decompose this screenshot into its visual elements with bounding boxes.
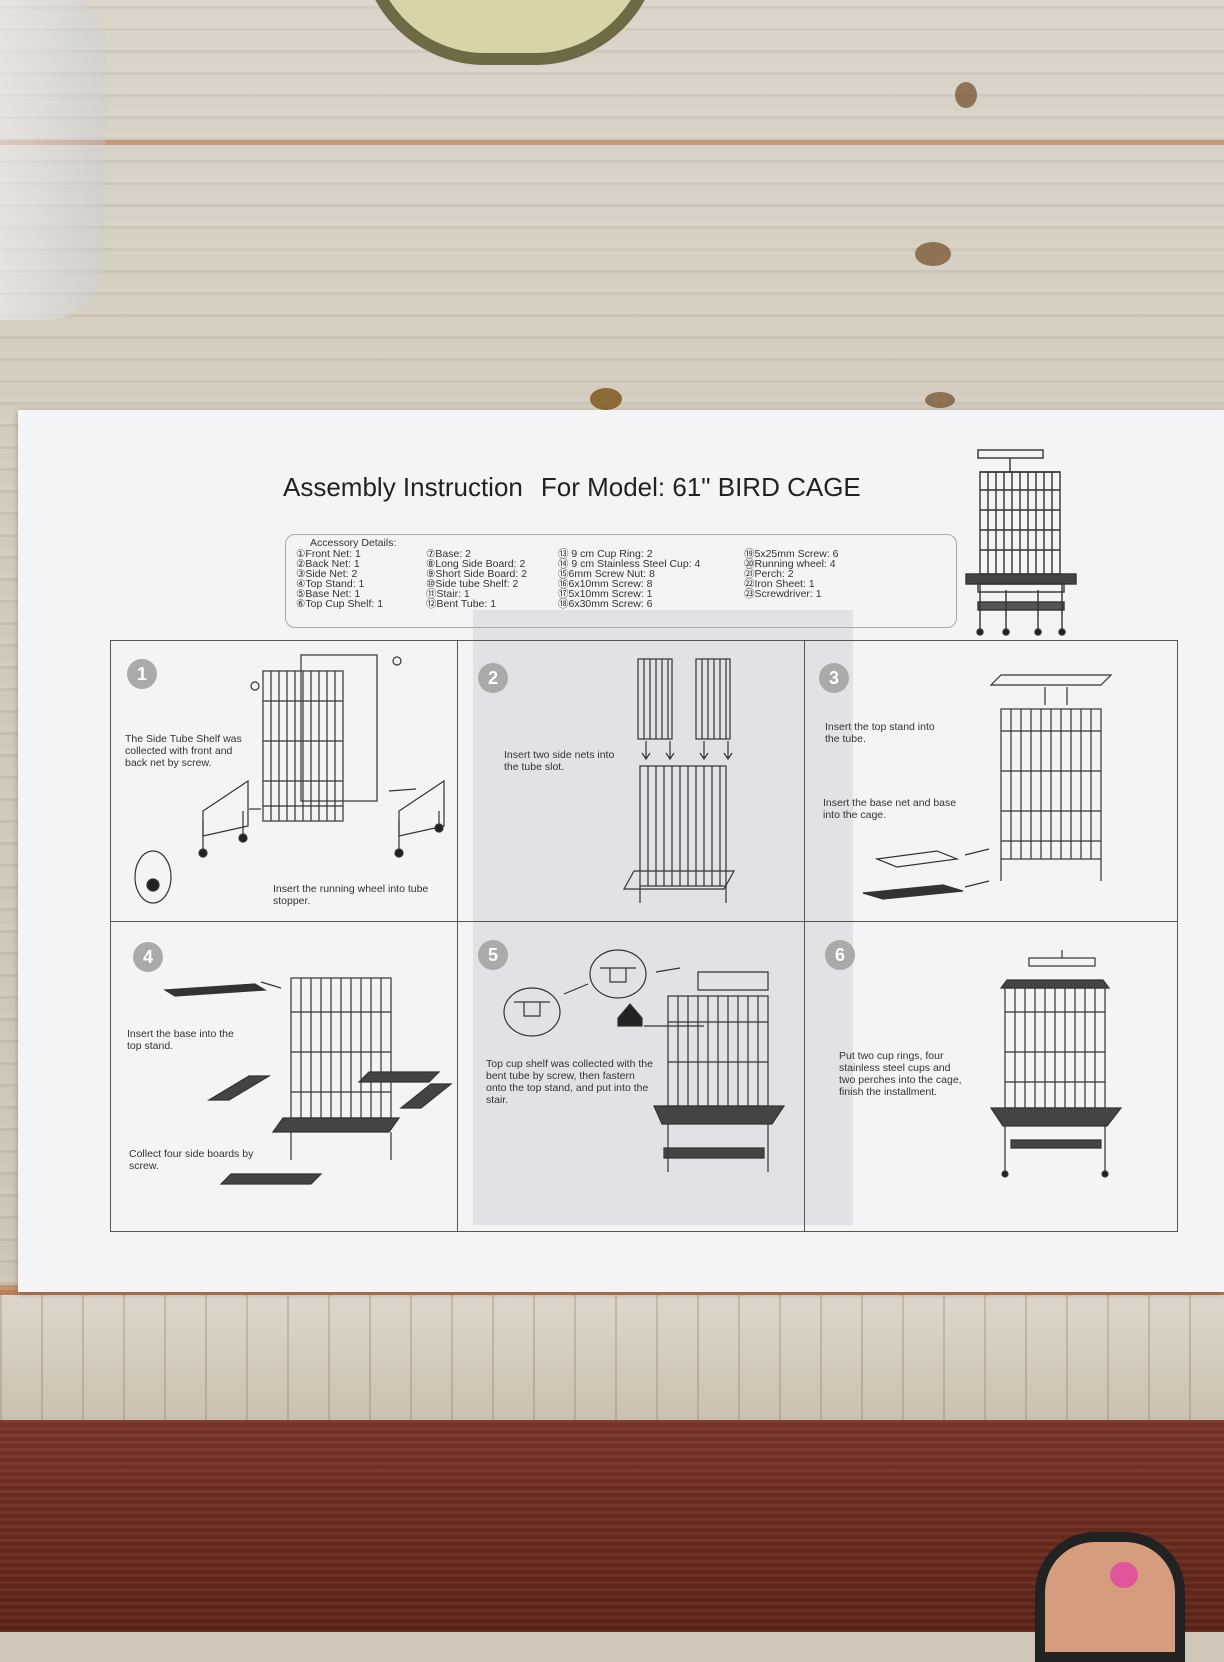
step-4-text-a: Insert the base into the top stand. xyxy=(127,1028,234,1052)
wood-knot xyxy=(925,392,955,408)
step-3-text-a: Insert the top stand into the tube. xyxy=(825,721,935,745)
accessory-item: ⑫Bent Tube: 1 xyxy=(426,598,497,610)
painted-toenail xyxy=(1110,1562,1138,1588)
step-number: 3 xyxy=(819,663,849,693)
steps-grid: 1 The Side Tube Shelf was collected with… xyxy=(110,640,1178,1232)
accessory-header: Accessory Details: xyxy=(310,537,397,549)
accessory-item: ㉓Screwdriver: 1 xyxy=(744,588,822,600)
accessory-item: ⑬ 9 cm Cup Ring: 2 xyxy=(558,548,653,560)
step-5-drawing xyxy=(503,949,786,1172)
accessory-item: ⑳Running wheel: 4 xyxy=(744,558,836,570)
accessory-item: ③Side Net: 2 xyxy=(296,568,358,580)
title-left: Assembly Instruction xyxy=(283,472,523,502)
plank-seam xyxy=(0,140,1224,145)
step-number: 1 xyxy=(127,659,157,689)
accessory-item: ⑦Base: 2 xyxy=(426,548,472,560)
accessory-item: ㉒Iron Sheet: 1 xyxy=(744,578,815,590)
wood-knot xyxy=(955,82,977,108)
accessory-item: ①Front Net: 1 xyxy=(296,548,361,560)
header-cage-drawing xyxy=(965,449,1077,636)
title-model: For Model: 61" BIRD CAGE xyxy=(540,472,861,502)
accessory-item: ⑮6mm Screw Nut: 8 xyxy=(558,568,655,580)
step-5-panel: 5 Top cup shelf was collected with the b… xyxy=(458,922,805,1231)
step-3-text-b: Insert the base net and base into the ca… xyxy=(823,797,957,821)
step-number: 4 xyxy=(133,942,163,972)
page-title: Assembly Instruction For Model: 61" BIRD … xyxy=(283,472,861,503)
accessory-column-3: ⑬ 9 cm Cup Ring: 2 ⑭ 9 cm Stainless Stee… xyxy=(558,548,701,610)
accessory-column-4: ⑲5x25mm Screw: 6 ⑳Running wheel: 4 ㉑Perc… xyxy=(744,548,839,600)
screw-head xyxy=(590,388,622,410)
step-2-panel: 2 Insert two side nets into the tube slo… xyxy=(458,641,805,922)
wood-trim xyxy=(0,1290,1224,1430)
step-5-text-a: Top cup shelf was collected with the ben… xyxy=(486,1058,653,1106)
accessory-item: ⑰5x10mm Screw: 1 xyxy=(558,588,653,600)
step-1-text-a: The Side Tube Shelf was collected with f… xyxy=(125,733,242,769)
accessory-details-box: Accessory Details: ①Front Net: 1 ②Back N… xyxy=(285,534,957,628)
wood-knot xyxy=(915,242,951,266)
accessory-item: ⑲5x25mm Screw: 6 xyxy=(744,548,839,560)
cage-illustrations xyxy=(965,449,1077,636)
accessory-item: ⑤Base Net: 1 xyxy=(296,588,361,600)
accessory-item: ⑧Long Side Board: 2 xyxy=(426,558,526,570)
step-6-text-a: Put two cup rings, four stainless steel … xyxy=(839,1050,962,1098)
step-number: 6 xyxy=(825,940,855,970)
step-3-drawing xyxy=(862,674,1113,900)
accessory-item: ⑨Short Side Board: 2 xyxy=(426,568,528,580)
step-number: 5 xyxy=(478,940,508,970)
step-4-panel: 4 Insert the base into the top stand. Co… xyxy=(111,922,458,1231)
step-2-text-a: Insert two side nets into the tube slot. xyxy=(504,749,615,773)
accessory-item: ⑱6x30mm Screw: 6 xyxy=(558,598,653,610)
step-1-text-b: Insert the running wheel into tube stopp… xyxy=(273,883,429,907)
step-2-drawing xyxy=(622,658,736,903)
accessory-item: ⑪Stair: 1 xyxy=(426,588,470,600)
step-number: 2 xyxy=(478,663,508,693)
plastic-bag xyxy=(0,0,105,320)
foot-in-sandal xyxy=(1035,1532,1185,1662)
step-4-drawing xyxy=(163,977,453,1185)
step-3-panel: 3 Insert the top stand into the tube. In… xyxy=(805,641,1177,922)
wooden-floor xyxy=(0,1420,1224,1632)
accessory-item: ⑭ 9 cm Stainless Steel Cup: 4 xyxy=(558,558,701,570)
step-6-drawing xyxy=(989,950,1123,1178)
accessory-item: ㉑Perch: 2 xyxy=(744,568,794,580)
accessory-item: ②Back Net: 1 xyxy=(296,558,360,570)
accessory-item: ⑯6x10mm Screw: 8 xyxy=(558,578,653,590)
accessory-item: ④Top Stand: 1 xyxy=(296,578,365,590)
step-1-panel: 1 The Side Tube Shelf was collected with… xyxy=(111,641,458,922)
accessory-column-2: ⑦Base: 2 ⑧Long Side Board: 2 ⑨Short Side… xyxy=(426,548,528,610)
step-4-text-b: Collect four side boards by screw. xyxy=(129,1148,254,1172)
instruction-sheet: Assembly Instruction For Model: 61" BIRD … xyxy=(18,410,1224,1292)
accessory-column-1: ①Front Net: 1 ②Back Net: 1 ③Side Net: 2 … xyxy=(296,548,384,610)
step-6-panel: 6 Put two cup rings, four stainless stee… xyxy=(805,922,1177,1231)
accessory-item: ⑥Top Cup Shelf: 1 xyxy=(296,598,384,610)
accessory-item: ⑩Side tube Shelf: 2 xyxy=(426,578,519,590)
step-1-drawing xyxy=(134,654,445,904)
